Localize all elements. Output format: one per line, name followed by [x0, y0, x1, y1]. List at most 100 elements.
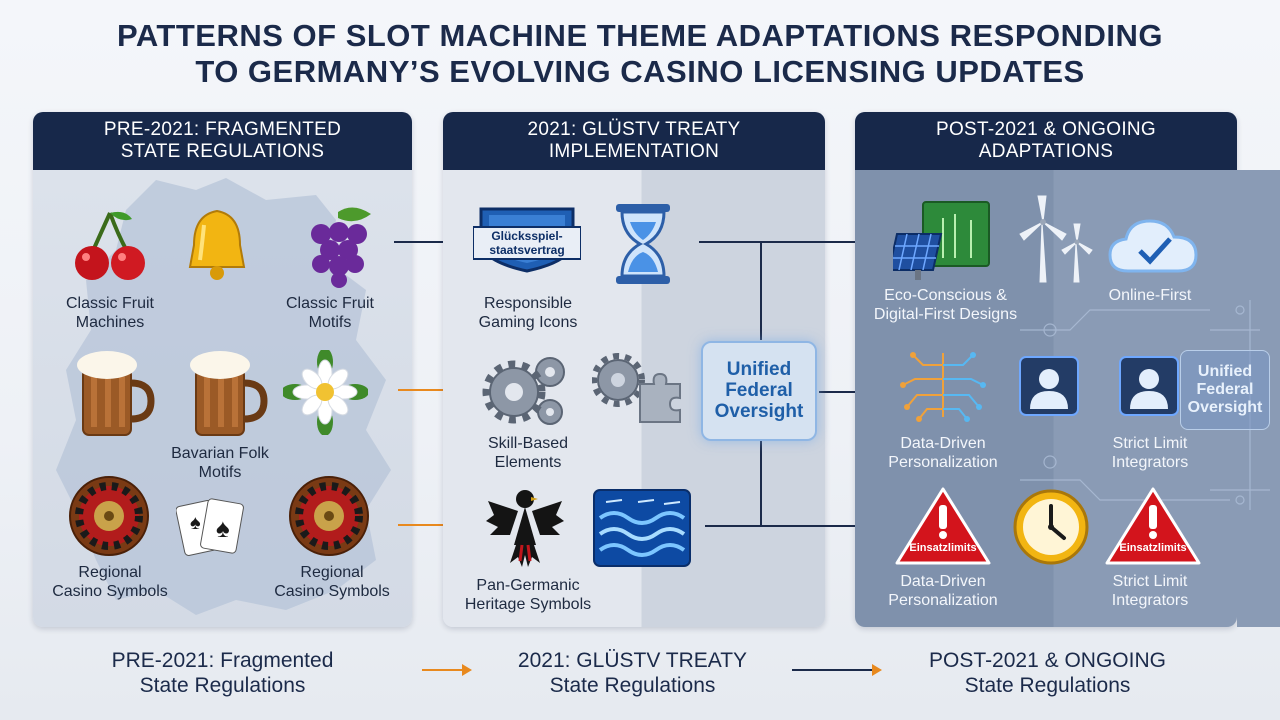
- waves-screen-icon: [593, 489, 691, 567]
- eagle-icon: [486, 490, 564, 567]
- shield-text-line: staatsvertrag: [489, 243, 565, 257]
- item-label: Data-Driven Personalization: [868, 572, 1018, 610]
- user-profile-icon: [1019, 356, 1079, 416]
- edelweiss-icon: [283, 350, 368, 435]
- cloud-check-icon: [1108, 219, 1198, 273]
- bottom-stage-line: State Regulations: [549, 674, 716, 697]
- unified-line: Federal: [725, 380, 793, 401]
- playing-cards-icon: ♠ ♠: [176, 498, 244, 556]
- unified-federal-oversight-box-2: Unified Federal Oversight: [1180, 350, 1270, 430]
- panel-header-line: STATE REGULATIONS: [120, 141, 325, 162]
- item-label: Skill-Based Elements: [458, 434, 598, 472]
- panel-header-line: PRE-2021: FRAGMENTED: [103, 119, 342, 140]
- shield-text-line: Glücksspiel-: [491, 229, 563, 243]
- arrow-orange-icon: [792, 664, 882, 676]
- item-label: Strict Limit Integrators: [1085, 434, 1215, 472]
- svg-text:♠: ♠: [190, 512, 201, 534]
- beer-mug-icon: [77, 351, 155, 436]
- unified-line: Oversight: [714, 401, 804, 422]
- item-label: Online-First: [1085, 286, 1215, 305]
- page-title: PATTERNS OF SLOT MACHINE THEME ADAPTATIO…: [0, 18, 1280, 90]
- gluecksspiel-shield-icon: Glücksspiel- staatsvertrag: [473, 203, 581, 273]
- solar-panel-icon: [893, 201, 990, 280]
- roulette-icon: [289, 476, 369, 556]
- item-label-line: Regional: [78, 564, 142, 581]
- item-label: Data-Driven Personalization: [868, 434, 1018, 472]
- gear-puzzle-icon: [592, 353, 681, 423]
- item-label-line: Digital-First Designs: [873, 306, 1018, 323]
- item-label-line: Online-First: [1108, 287, 1192, 304]
- panel-header-line: 2021: GLÜSTV TREATY: [527, 119, 741, 140]
- item-label-line: Eco-Conscious &: [884, 287, 1007, 304]
- clock-icon: [1013, 489, 1089, 565]
- item-label: Strict Limit Integrators: [1085, 572, 1215, 610]
- warning-label: Einsatzlimits: [909, 542, 977, 554]
- item-label: Regional Casino Symbols: [40, 563, 180, 601]
- unified-line: Oversight: [1187, 399, 1263, 416]
- item-label-line: Personalization: [888, 454, 998, 471]
- unified-line: Federal: [1196, 381, 1254, 398]
- item-label-line: Skill-Based: [487, 435, 569, 452]
- item-label-line: Data-Driven: [900, 435, 986, 452]
- bottom-stage-line: POST-2021 & ONGOING: [929, 649, 1166, 672]
- item-label: Regional Casino Symbols: [262, 563, 402, 601]
- user-profile-icon: [1119, 356, 1179, 416]
- arrow-orange-icon: [422, 664, 472, 676]
- item-label-line: Regional: [300, 564, 364, 581]
- item-label-line: Gaming Icons: [478, 314, 578, 331]
- title-line-1: PATTERNS OF SLOT MACHINE THEME ADAPTATIO…: [116, 18, 1164, 53]
- item-label: Classic Fruit Motifs: [265, 294, 395, 332]
- panel-2021-header: 2021: GLÜSTV TREATY IMPLEMENTATION: [443, 112, 825, 170]
- item-label-line: Heritage Symbols: [464, 596, 592, 613]
- item-label-line: Pan-Germanic: [476, 577, 580, 594]
- warning-icon: Einsatzlimits: [1103, 485, 1203, 567]
- unified-federal-oversight-box: Unified Federal Oversight: [701, 341, 817, 441]
- svg-text:♠: ♠: [216, 513, 230, 543]
- gears-icon: [482, 357, 565, 425]
- panel-header-line: ADAPTATIONS: [978, 141, 1114, 162]
- grapes-icon: [311, 207, 371, 288]
- bell-icon: [188, 209, 246, 280]
- item-label-line: Strict Limit: [1112, 435, 1188, 452]
- item-label: Bavarian Folk Motifs: [150, 444, 290, 482]
- item-label-line: Bavarian Folk: [171, 445, 269, 462]
- panel-header-line: POST-2021 & ONGOING: [935, 119, 1157, 140]
- panel-header-line: IMPLEMENTATION: [548, 141, 720, 162]
- circuit-brain-icon: [900, 352, 986, 422]
- panel-post-2021-header: POST-2021 & ONGOING ADAPTATIONS: [855, 112, 1237, 170]
- item-label: Pan-Germanic Heritage Symbols: [448, 576, 608, 614]
- item-label-line: Classic Fruit: [285, 295, 374, 312]
- title-line-2: TO GERMANY’S EVOLVING CASINO LICENSING U…: [195, 54, 1085, 89]
- item-label: Classic Fruit Machines: [45, 294, 175, 332]
- item-label-line: Machines: [75, 314, 145, 331]
- hourglass-icon: [616, 204, 670, 284]
- warning-icon: Einsatzlimits: [893, 485, 993, 567]
- item-label-line: Integrators: [1111, 592, 1189, 609]
- roulette-icon: [69, 476, 149, 556]
- unified-line: Unified: [726, 359, 792, 380]
- item-label-line: Motifs: [198, 464, 242, 481]
- item-label: Responsible Gaming Icons: [458, 294, 598, 332]
- item-label-line: Classic Fruit: [65, 295, 154, 312]
- bottom-stage-2021: 2021: GLÜSTV TREATY State Regulations: [495, 648, 770, 698]
- bottom-stage-line: State Regulations: [139, 674, 306, 697]
- bottom-stage-pre-2021: PRE-2021: Fragmented State Regulations: [80, 648, 365, 698]
- bottom-stage-line: PRE-2021: Fragmented: [111, 649, 334, 672]
- item-label-line: Casino Symbols: [274, 583, 390, 600]
- wind-turbine-icon: [1019, 195, 1093, 283]
- warning-label: Einsatzlimits: [1119, 542, 1187, 554]
- circuit-lines-decoration: [1020, 300, 1270, 510]
- beer-mug-icon: [190, 351, 268, 436]
- item-label-line: Responsible: [483, 295, 573, 312]
- bottom-stage-line: 2021: GLÜSTV TREATY: [517, 649, 748, 672]
- item-label-line: Data-Driven: [900, 573, 986, 590]
- item-label-line: Motifs: [308, 314, 352, 331]
- item-label-line: Casino Symbols: [52, 583, 168, 600]
- panel-pre-2021-header: PRE-2021: FRAGMENTED STATE REGULATIONS: [33, 112, 412, 170]
- bottom-stage-line: State Regulations: [964, 674, 1131, 697]
- item-label-line: Elements: [494, 454, 562, 471]
- cherry-icon: [75, 211, 145, 280]
- item-label-line: Integrators: [1111, 454, 1189, 471]
- item-label-line: Personalization: [888, 592, 998, 609]
- item-label: Eco-Conscious & Digital-First Designs: [858, 286, 1033, 324]
